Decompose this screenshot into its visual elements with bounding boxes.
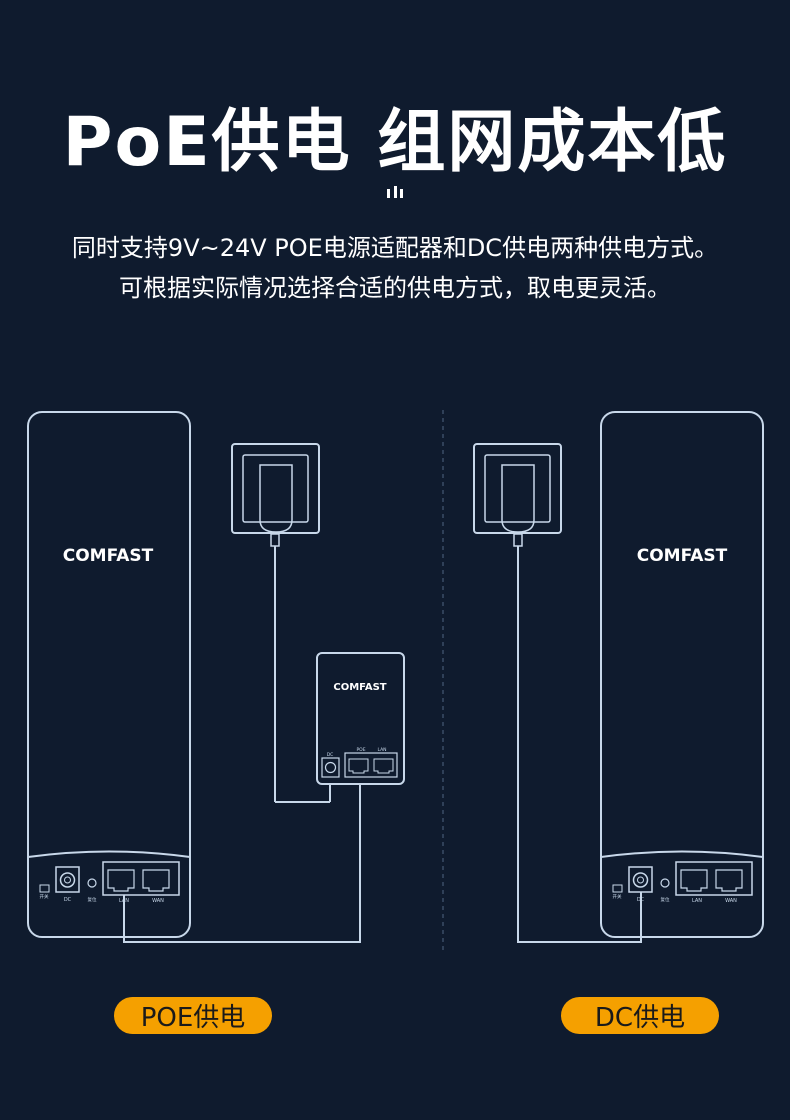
poe-label: POE供电 [114,997,272,1034]
power-adapter-left [231,443,331,803]
svg-text:LAN: LAN [692,898,702,904]
svg-text:WAN: WAN [725,898,737,904]
page-title: PoE供电 组网成本低 [62,103,728,182]
brand-logo-injector: COMFAST [333,682,386,693]
poe-injector: COMFAST DC POE LAN [316,652,405,785]
power-adapter-right [473,443,562,547]
dc-label: DC供电 [561,997,719,1034]
reset-button-icon [87,878,97,888]
subtitle-line-2: 可根据实际情况选择合适的供电方式，取电更灵活。 [119,274,671,302]
brand-logo-left: COMFAST [63,546,154,566]
svg-text:LAN: LAN [377,747,386,753]
svg-text:DC: DC [64,897,72,903]
brand-logo-right: COMFAST [637,546,728,566]
power-switch-icon [39,884,50,893]
svg-text:开关: 开关 [613,893,622,900]
svg-text:复位: 复位 [661,896,670,903]
dc-cable [517,546,642,943]
subtitle-line-1: 同时支持9V~24V POE电源适配器和DC供电两种供电方式。 [71,234,719,262]
title-decoration [385,186,405,198]
svg-text:WAN: WAN [152,898,164,904]
dc-jack-icon [55,866,80,893]
cpe-device-left: COMFAST 开关 DC 复位 LAN WAN [27,411,191,938]
cpe-device-right: COMFAST 开关 DC 复位 LAN WAN [600,411,764,938]
svg-text:DC: DC [327,752,334,758]
lan-wan-port-block [102,861,180,896]
svg-text:复位: 复位 [88,896,97,903]
svg-text:开关: 开关 [40,893,49,900]
ethernet-cable [123,784,361,943]
svg-text:POE: POE [356,747,365,753]
